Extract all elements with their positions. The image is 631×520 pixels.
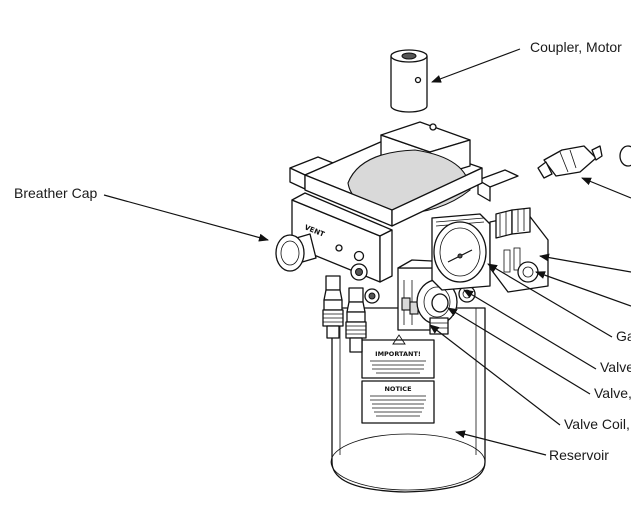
motor-mount-housing <box>289 121 519 283</box>
pressure-gauge <box>431 213 491 291</box>
leader-lines <box>103 48 631 456</box>
leader-reservoir <box>455 430 547 456</box>
important-placard: IMPORTANT! <box>361 334 435 379</box>
manifold-ports <box>335 244 380 304</box>
leader-gauge <box>487 263 613 338</box>
label-breather-cap: Breather Cap <box>14 185 97 201</box>
notice-placard: NOTICE <box>361 380 435 424</box>
leader-solenoid-block <box>539 253 631 273</box>
notice-placard-title: NOTICE <box>384 385 411 393</box>
hose-fitting-1 <box>322 275 344 339</box>
hose-fitting-2 <box>345 287 367 353</box>
valve-coil <box>416 279 458 335</box>
breather-cap <box>275 233 317 272</box>
leader-valve-2 <box>447 307 591 395</box>
solenoid-valve-block <box>489 207 549 293</box>
label-reservoir: Reservoir <box>549 447 609 463</box>
label-valve-2: Valve, 2 <box>594 385 631 401</box>
pressure-switch <box>537 145 603 179</box>
leader-valve-1 <box>463 289 597 370</box>
leader-coupler-motor <box>431 48 521 83</box>
leader-valve-coil <box>429 324 561 426</box>
leader-breather-cap <box>103 194 269 242</box>
motor-coupler <box>390 49 428 113</box>
label-valve-coil: Valve Coil, <box>564 416 630 432</box>
fitting-edge <box>619 145 631 167</box>
label-coupler-motor: Coupler, Motor <box>530 39 622 55</box>
leader-pressure-switch <box>581 177 631 199</box>
important-placard-title: IMPORTANT! <box>375 350 421 358</box>
label-gauge: Ga <box>616 328 631 344</box>
label-valve-1: Valve <box>600 359 631 375</box>
leader-solenoid-nut <box>535 271 631 307</box>
